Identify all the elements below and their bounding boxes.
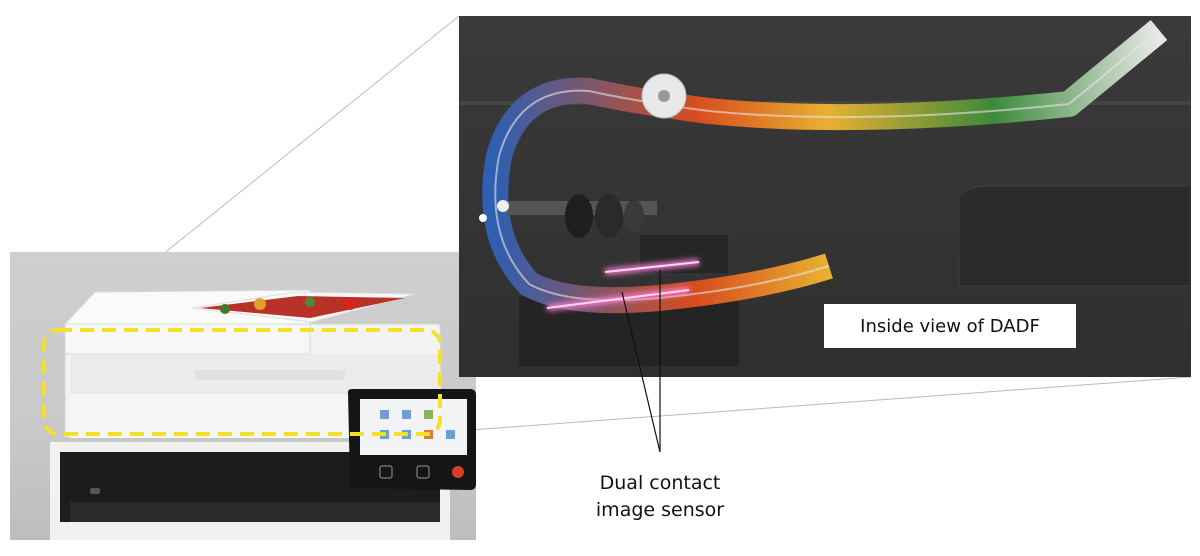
printer-illustration	[10, 252, 476, 540]
sensor-label-line2: image sensor	[560, 497, 760, 524]
touchscreen-display	[360, 399, 467, 455]
inset-caption: Inside view of DADF	[824, 304, 1076, 348]
usb-port-icon	[90, 488, 100, 494]
stop-button-icon	[452, 466, 464, 478]
printer-photo	[10, 252, 476, 540]
connector-line-bottom	[470, 377, 1191, 430]
feed-roller	[565, 194, 593, 238]
sensor-label: Dual contact image sensor	[560, 470, 760, 524]
sensor-label-line1: Dual contact	[560, 470, 760, 497]
